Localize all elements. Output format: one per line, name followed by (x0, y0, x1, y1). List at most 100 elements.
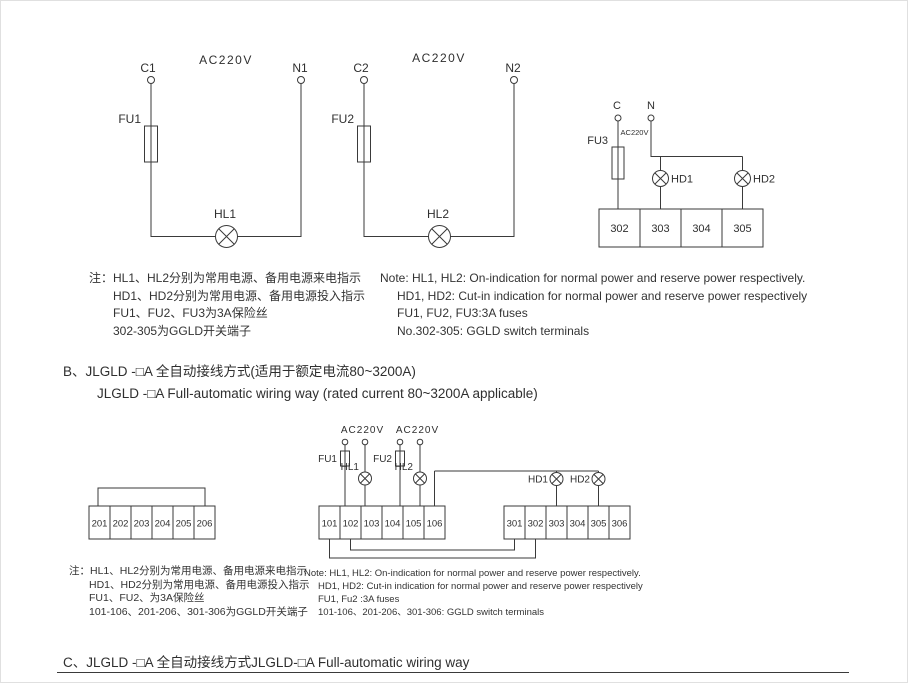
terminal-cell-label: 106 (427, 519, 443, 530)
terminal-circle (396, 438, 404, 446)
fu3-label: FU3 (587, 135, 608, 147)
terminal-circle-n (647, 114, 655, 122)
note-line: HD1, HD2: Cut-in indication for normal p… (397, 288, 808, 303)
note-line: FU1、FU2、为3A保险丝 (89, 592, 205, 604)
terminal-cell-label: 304 (692, 223, 710, 235)
fuse-symbol-fu1 (144, 125, 158, 163)
hd2-label: HD2 (570, 475, 590, 486)
note-line: FU1, Fu2 :3A fuses (318, 594, 400, 605)
n-label: N (647, 100, 655, 112)
note-line: 302-305为GGLD开关端子 (113, 323, 252, 338)
hd1-label: HD1 (671, 174, 693, 186)
hl1-label: HL1 (341, 462, 360, 473)
c-label: C (613, 100, 621, 112)
n1-label: N1 (292, 61, 308, 75)
bottom-divider (57, 672, 849, 673)
terminal-cell-label: 103 (364, 519, 380, 530)
lamp-symbol-hl2 (413, 471, 427, 486)
lamp-symbol-hd1 (652, 170, 669, 187)
note-line: HD1、HD2分别为常用电源、备用电源投入指示 (113, 288, 366, 303)
lamp-x-icon (415, 473, 425, 484)
terminal-cell-label: 205 (176, 519, 192, 530)
notes-top-chinese: 注：HL1、HL2分别为常用电源、备用电源来电指示 HD1、HD2分别为常用电源… (89, 270, 365, 340)
lamp-x-icon (360, 473, 370, 484)
hl2-label: HL2 (427, 207, 449, 221)
note-line: 101-106、201-206、301-306: GGLD switch ter… (318, 607, 545, 618)
section-b-heading: B、JLGLD -□A 全自动接线方式(适用于额定电流80~3200A) JLG… (63, 361, 538, 405)
terminal-cell-label: 304 (570, 519, 586, 530)
terminal-cell-label: 202 (113, 519, 129, 530)
fuse-symbol-fu1 (340, 450, 350, 467)
terminal-circle-c (614, 114, 622, 122)
terminal-cell-label: 206 (197, 519, 213, 530)
fu1-label: FU1 (318, 454, 337, 465)
terminal-cell-label: 201 (92, 519, 108, 530)
c1-label: C1 (140, 61, 156, 75)
terminal-cell-label: 101 (322, 519, 338, 530)
terminal-cell-label: 306 (612, 519, 628, 530)
note-line: No.302-305: GGLD switch terminals (397, 323, 590, 338)
terminal-circle (361, 438, 369, 446)
lamp-x-icon (736, 172, 749, 185)
terminal-cell-label: 204 (155, 519, 171, 530)
terminal-cell-label: 302 (610, 223, 628, 235)
terminal-cell-label: 301 (507, 519, 523, 530)
circuit-hl1: C1 AC220V N1 FU1 HL1 (118, 53, 308, 248)
fuse-symbol-fu2 (357, 125, 371, 163)
terminal-circle-n2 (510, 76, 518, 84)
note-line: 101-106、201-206、301-306为GGLD开关端子 (89, 605, 308, 618)
notes-bottom-english: Note: HL1, HL2: On-indication for normal… (304, 567, 643, 619)
terminal-block-dividers (339, 506, 425, 539)
fuse-symbol-fu2 (395, 450, 405, 467)
fuse-symbol-fu3 (611, 146, 625, 180)
section-c-heading: C、JLGLD -□A 全自动接线方式JLGLD-□A Full-automat… (63, 655, 470, 670)
note-line: Note: HL1, HL2: On-indication for normal… (380, 271, 806, 285)
terminal-circle-n1 (297, 76, 305, 84)
terminal-block-dividers (524, 506, 610, 539)
lamp-symbol-hd2 (591, 472, 606, 486)
fu1-label: FU1 (118, 112, 141, 126)
terminal-circle (416, 438, 424, 446)
lamp-symbol-hl2 (428, 225, 451, 248)
notes-bottom-chinese: 注：HL1、HL2分别为常用电源、备用电源来电指示 HD1、HD2分别为常用电源… (69, 565, 310, 619)
hl1-label: HL1 (214, 207, 236, 221)
lamp-symbol-hd1 (549, 472, 564, 486)
wires (617, 121, 743, 209)
voltage1-label: AC220V (341, 425, 384, 436)
note-line: HD1, HD2: Cut-in indication for normal p… (318, 581, 643, 592)
hl2-label: HL2 (395, 462, 414, 473)
c2-label: C2 (353, 61, 369, 75)
lamp-symbol-hl1 (215, 225, 238, 248)
voltage-label: AC220V (621, 128, 649, 137)
section-b-heading-en: JLGLD -□A Full-automatic wiring way (rat… (97, 386, 538, 401)
terminal-cell-label: 102 (343, 519, 359, 530)
full-auto-wiring-diagram: AC220V AC220V FU1 FU2 HL1 HL2 HD1 HD2 20… (88, 425, 631, 559)
terminal-cell-label: 302 (528, 519, 544, 530)
terminal-cell-label: 105 (406, 519, 422, 530)
terminal-link-bar (97, 487, 206, 507)
lamp-x-icon (431, 228, 448, 245)
terminal-cell-label: 303 (651, 223, 669, 235)
n2-label: N2 (505, 61, 521, 75)
terminal-circle-c2 (360, 76, 368, 84)
lamp-x-icon (654, 172, 667, 185)
note-line: Note: HL1, HL2: On-indication for normal… (304, 568, 641, 579)
terminal-circle-c1 (147, 76, 155, 84)
note-line: FU1, FU2, FU3:3A fuses (397, 306, 528, 320)
hd1-label: HD1 (528, 475, 548, 486)
terminal-block-dividers (639, 209, 723, 247)
note-line: FU1、FU2、FU3为3A保险丝 (113, 306, 268, 320)
lamp-x-icon (551, 474, 562, 484)
section-b-heading-cn: B、JLGLD -□A 全自动接线方式(适用于额定电流80~3200A) (63, 364, 416, 379)
hd2-label: HD2 (753, 174, 775, 186)
lamp-x-icon (593, 474, 604, 484)
voltage-label: AC220V (412, 51, 466, 65)
note-line: HD1、HD2分别为常用电源、备用电源投入指示 (89, 578, 310, 591)
terminal-cell-label: 104 (385, 519, 401, 530)
terminal-cell-label: 305 (591, 519, 607, 530)
wires (363, 83, 515, 237)
wires (329, 444, 599, 559)
lamp-symbol-hl1 (358, 471, 372, 486)
